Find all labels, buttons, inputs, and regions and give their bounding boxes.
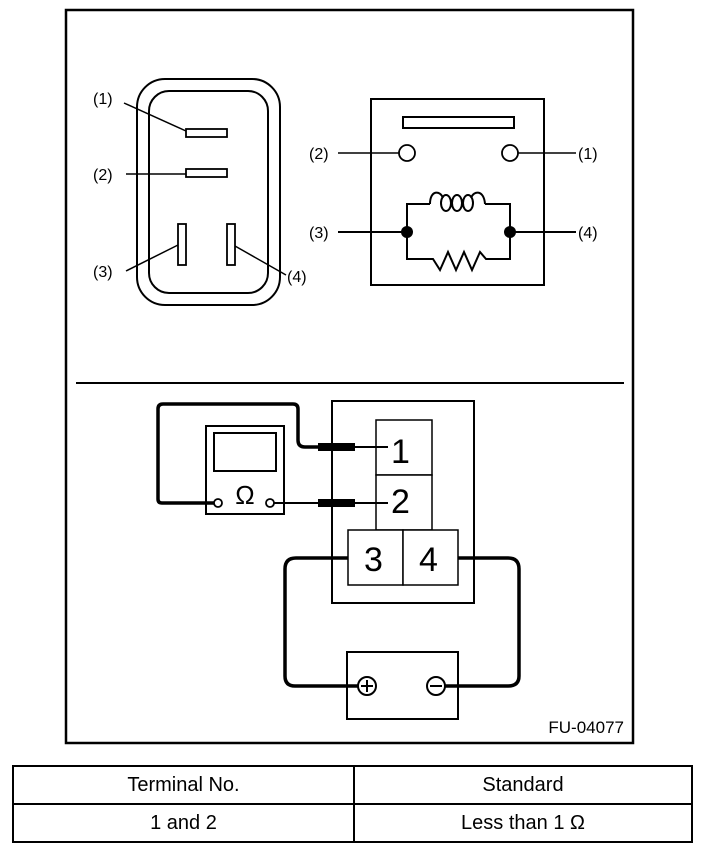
schematic-label-1: (1): [578, 146, 598, 163]
connector-terminal-3: [177, 223, 187, 266]
terminal-number-1: 1: [391, 433, 410, 471]
relay-contact-bar: [402, 116, 515, 129]
probe-lead-1: [156, 402, 318, 505]
header-standard: Standard: [353, 765, 693, 805]
connector-terminal-4: [226, 223, 236, 266]
relay-schematic-view: (2) (1) (3) (4): [309, 98, 598, 286]
contact-terminal-2: [398, 144, 416, 162]
coil-terminal-4: [504, 226, 516, 238]
specification-table: Terminal No. Standard 1 and 2 Less than …: [12, 765, 693, 843]
terminal-number-4: 4: [419, 541, 438, 579]
table-header-row: Terminal No. Standard: [12, 765, 693, 805]
probe-tip-2: [318, 499, 355, 507]
connector-terminal-1: [185, 128, 228, 138]
terminal-number-3: 3: [364, 541, 383, 579]
table-row: 1 and 2 Less than 1 Ω: [12, 803, 693, 843]
resistor-icon: [406, 232, 511, 273]
connector-label-3: (3): [93, 264, 113, 281]
schematic-label-3: (3): [309, 225, 329, 242]
battery-lead-positive: [283, 556, 358, 688]
terminal-number-2: 2: [391, 483, 410, 521]
relay-inspection-figure: (1) (2) (3) (4) (2) (1) (3) (4): [64, 8, 635, 745]
connector-label-1: (1): [93, 91, 113, 108]
ohmmeter-display: [213, 432, 277, 472]
probe-jack-right: [265, 498, 275, 508]
terminal-box-4: [402, 529, 459, 586]
probe-jack-left: [213, 498, 223, 508]
relay-connector-view: (1) (2) (3) (4): [93, 78, 307, 306]
figure-frame: [64, 8, 635, 745]
connector-terminal-2: [185, 168, 228, 178]
connector-label-4: (4): [287, 269, 307, 286]
schematic-label-4: (4): [578, 225, 598, 242]
cell-terminal-no: 1 and 2: [12, 803, 355, 843]
coil-icon: [406, 203, 430, 232]
battery-lead-negative: [445, 556, 521, 688]
test-setup: 1 2 3 4 Ω: [156, 400, 521, 720]
connector-label-2: (2): [93, 167, 113, 184]
figure-id: FU-04077: [548, 718, 624, 737]
probe-tip-1: [318, 443, 355, 451]
ohm-symbol-icon: Ω: [235, 480, 254, 510]
contact-terminal-1: [501, 144, 519, 162]
header-terminal-no: Terminal No.: [12, 765, 355, 805]
cell-standard: Less than 1 Ω: [353, 803, 693, 843]
coil-terminal-3: [401, 226, 413, 238]
schematic-label-2: (2): [309, 146, 329, 163]
